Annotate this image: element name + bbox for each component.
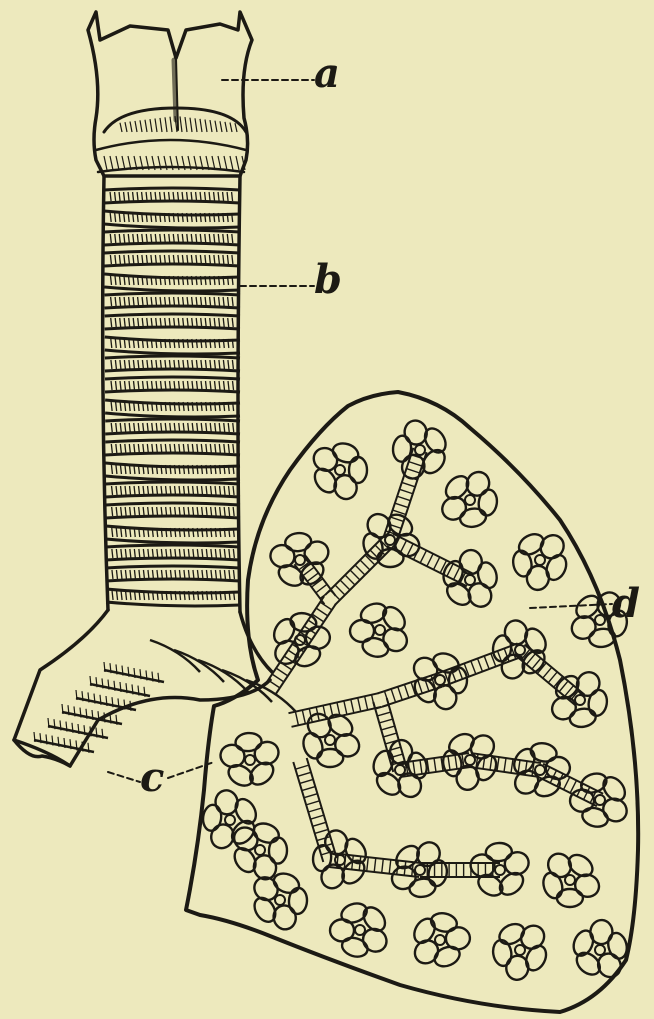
label-c: c bbox=[140, 758, 164, 798]
label-d: d bbox=[612, 584, 640, 624]
lung bbox=[186, 392, 638, 1012]
trachea-rings bbox=[104, 188, 240, 606]
larynx bbox=[88, 12, 252, 176]
bronchus bbox=[14, 610, 296, 766]
trachea bbox=[103, 176, 240, 612]
label-b: b bbox=[314, 260, 342, 300]
label-a: a bbox=[314, 54, 340, 94]
lung-lobules bbox=[202, 418, 631, 981]
